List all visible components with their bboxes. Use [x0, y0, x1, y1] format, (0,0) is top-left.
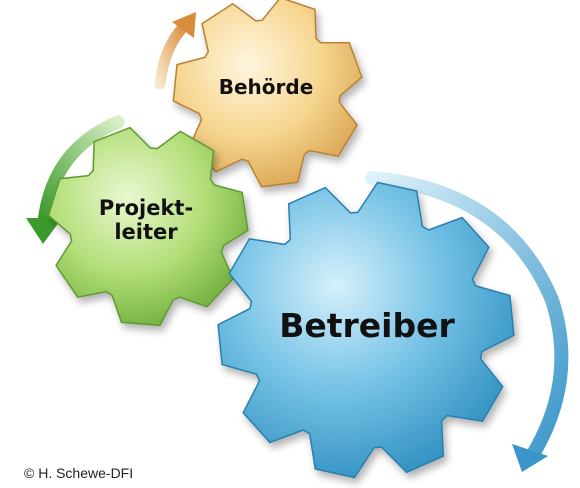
green-arrow — [26, 115, 125, 244]
gear-projektleiter — [47, 126, 249, 327]
gear-label-behoerde: Behörde — [218, 75, 314, 99]
gear-label-projektleiter-line1: Projekt- — [98, 196, 194, 220]
gear-label-betreiber: Betreiber — [279, 306, 455, 345]
copyright-credit: © H. Schewe-DFI — [24, 465, 134, 481]
orange-arrow — [154, 12, 196, 90]
gear-label-projektleiter-line2: leiter — [114, 220, 178, 245]
gear-label-projektleiter: Projekt- leiter — [86, 196, 206, 244]
gear-betreiber — [217, 181, 515, 479]
blue-arrow — [365, 171, 569, 472]
